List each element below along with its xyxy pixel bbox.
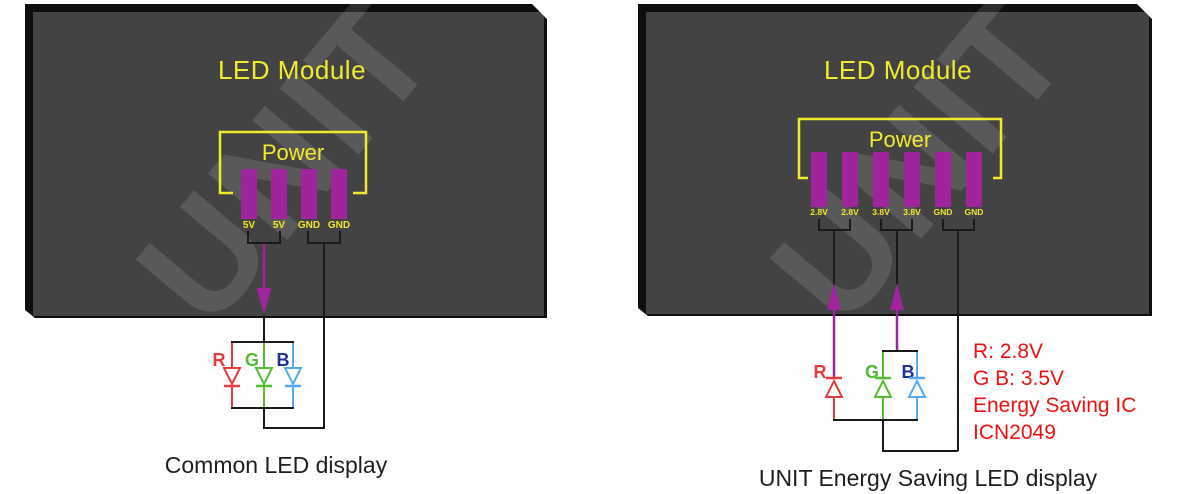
power-label: Power [868, 127, 932, 152]
led-label-green: G [244, 350, 259, 370]
pin-label-2v8-2: 2.8V [841, 207, 859, 217]
pin-label-2v8-1: 2.8V [810, 207, 828, 217]
led-module-panel: UNIT [638, 4, 1152, 316]
panel-title: LED Module [823, 55, 973, 85]
diagram-caption: Common LED display [164, 452, 388, 478]
common-led-diagram: UNIT LED Module Power 5V 5V GND GND R G … [0, 0, 592, 494]
pin-label-gnd-1: GND [933, 207, 953, 217]
led-label-blue: B [901, 362, 915, 382]
voltage-annotation: R: 2.8V G B: 3.5V Energy Saving IC ICN20… [973, 338, 1183, 446]
led-label-green: G [864, 362, 879, 382]
gnd-return-lower [882, 421, 958, 452]
energy-saving-led-diagram: UNIT LED Module Power 2.8V 2.8V 3.8V 3.8… [592, 0, 1185, 494]
power-label: Power [261, 140, 325, 165]
led-label-red: R [212, 350, 226, 370]
led-label-blue: B [276, 350, 290, 370]
annotation-line-gb: G B: 3.5V [973, 367, 1065, 390]
annotation-line-icn: ICN2049 [973, 421, 1056, 444]
pin-label-3v8-1: 3.8V [872, 207, 890, 217]
led-label-red: R [813, 362, 827, 382]
pin-label-5v-2: 5V [272, 220, 286, 231]
pin-label-3v8-2: 3.8V [903, 207, 921, 217]
annotation-line-r: R: 2.8V [973, 340, 1044, 363]
panel-title: LED Module [217, 55, 367, 85]
annotation-line-ic: Energy Saving IC [973, 394, 1137, 417]
diagram-caption: UNIT Energy Saving LED display [758, 465, 1098, 491]
pin-label-gnd-2: GND [964, 207, 984, 217]
pin-label-gnd-1: GND [297, 220, 321, 231]
diode-red [824, 376, 844, 420]
pin-label-gnd-2: GND [327, 220, 351, 231]
pin-label-5v-1: 5V [242, 220, 256, 231]
